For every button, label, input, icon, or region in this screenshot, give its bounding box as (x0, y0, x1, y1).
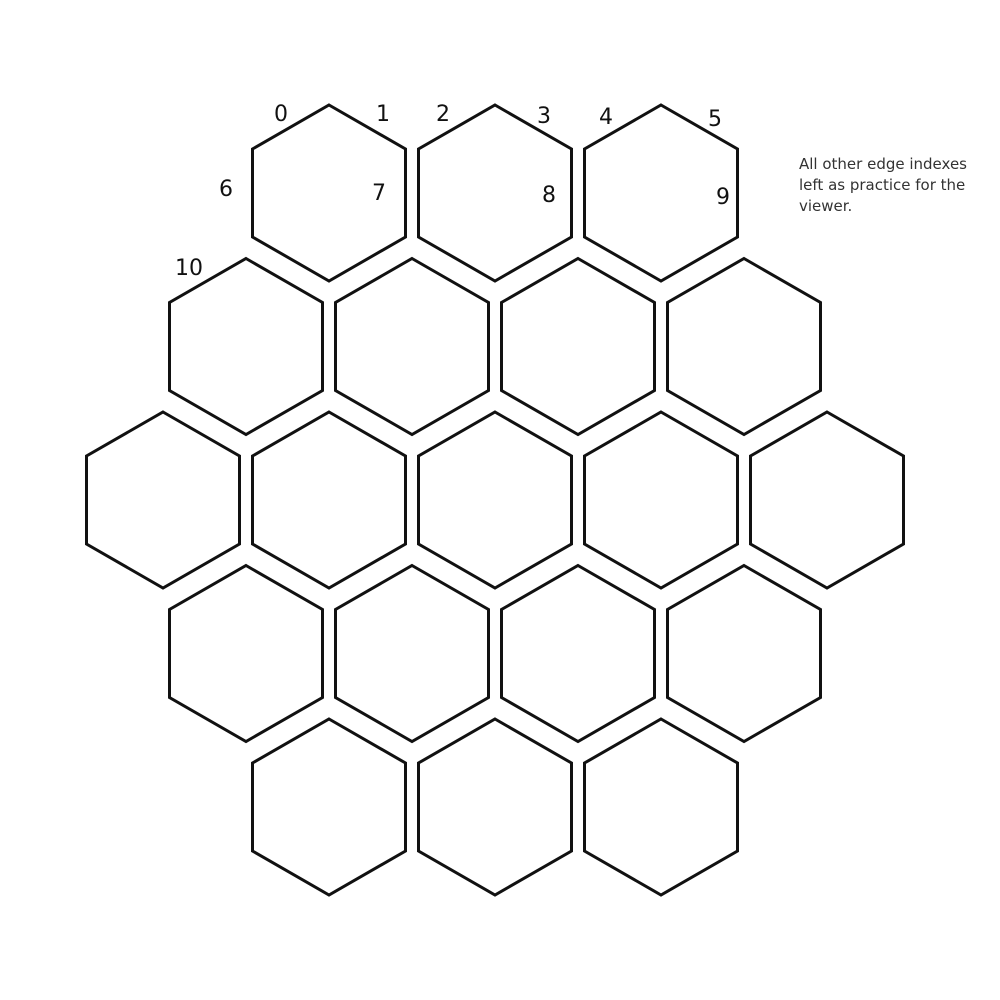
hex-tile-r2-c4 (749, 410, 905, 590)
hex-tile-r1-c0 (168, 256, 324, 437)
hex-grid (85, 103, 905, 897)
hex-tile-r1-c2 (500, 256, 656, 437)
edge-label-10: 10 (175, 256, 203, 281)
hex-tile-r0-c1 (417, 103, 573, 283)
edge-label-6: 6 (219, 177, 233, 202)
hex-tile-r2-c0 (85, 410, 241, 590)
edge-label-1: 1 (376, 102, 390, 127)
hex-tile-r2-c1 (251, 410, 407, 590)
hex-tile-r3-c3 (666, 563, 822, 744)
hex-tile-r3-c1 (334, 563, 490, 744)
practice-note-line-2: left as practice for the (799, 176, 966, 194)
practice-note-line-3: viewer. (799, 197, 853, 215)
hex-tile-r2-c3 (583, 410, 739, 590)
edge-label-9: 9 (716, 185, 730, 210)
hex-tile-r3-c0 (168, 563, 324, 744)
practice-note-line-1: All other edge indexes (799, 155, 967, 173)
edge-labels: 0 1 2 3 4 5 6 7 8 9 10 (175, 102, 730, 281)
hex-tile-r2-c2 (417, 410, 573, 590)
edge-label-8: 8 (542, 183, 556, 208)
hex-tile-r0-c0 (251, 103, 407, 283)
edge-label-0: 0 (274, 102, 288, 127)
hex-tile-r3-c2 (500, 563, 656, 744)
hex-tile-r4-c0 (251, 717, 407, 897)
hex-tile-r1-c3 (666, 256, 822, 437)
edge-label-7: 7 (372, 181, 386, 206)
hex-tile-r4-c2 (583, 717, 739, 897)
hex-tile-r4-c1 (417, 717, 573, 897)
edge-label-2: 2 (436, 102, 450, 127)
edge-label-5: 5 (708, 107, 722, 132)
edge-label-4: 4 (599, 105, 613, 130)
practice-note: All other edge indexes left as practice … (799, 154, 989, 217)
hex-tile-r1-c1 (334, 256, 490, 437)
hex-tile-r0-c2 (583, 103, 739, 283)
edge-label-3: 3 (537, 104, 551, 129)
